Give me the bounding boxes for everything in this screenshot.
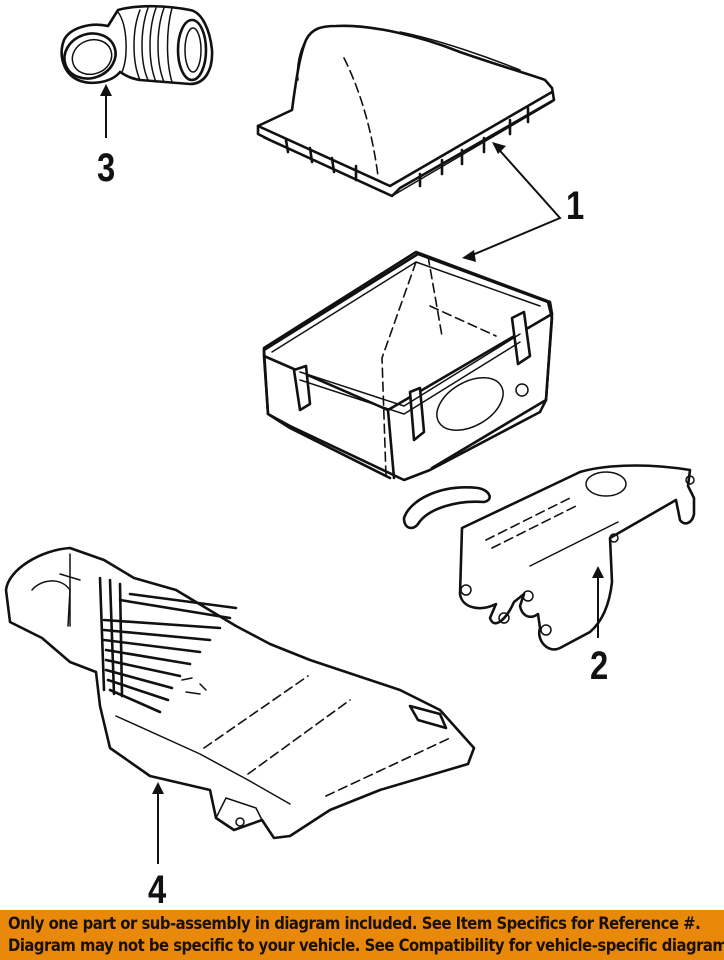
part-3-intake-elbow-hose — [60, 4, 214, 86]
callout-number-4: 4 — [148, 868, 167, 912]
part-1-air-cleaner-cover — [256, 24, 556, 198]
part-4-resonator-duct — [4, 546, 476, 840]
disclaimer-line-1: Only one part or sub-assembly in diagram… — [8, 914, 701, 933]
callout-leader-2 — [592, 566, 604, 638]
disclaimer-banner: Only one part or sub-assembly in diagram… — [0, 910, 724, 960]
callout-number-3: 3 — [97, 146, 116, 190]
parts-diagram: 3 1 2 4 — [4, 4, 696, 912]
callout-number-2: 2 — [590, 644, 609, 688]
part-2-bracket — [402, 464, 696, 651]
callout-leader-3 — [100, 84, 112, 138]
callout-leader-1 — [462, 142, 562, 262]
callout-number-1: 1 — [566, 184, 585, 228]
callout-leader-4 — [152, 782, 164, 864]
part-1-air-cleaner-box — [262, 250, 554, 482]
disclaimer-line-2: Diagram may not be specific to your vehi… — [8, 936, 724, 955]
